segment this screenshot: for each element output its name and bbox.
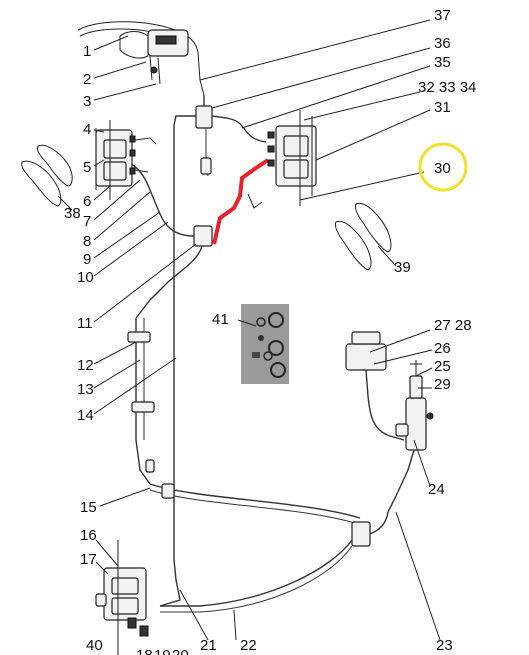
label-25: 25 <box>434 358 451 375</box>
label-31: 31 <box>434 99 451 116</box>
label-40: 40 <box>86 637 103 654</box>
label-26: 26 <box>434 340 451 357</box>
label-20: 20 <box>172 647 189 655</box>
label-35: 35 <box>434 54 451 71</box>
label-39: 39 <box>394 259 411 276</box>
front-right-caliper <box>247 110 317 209</box>
label-8: 8 <box>83 233 91 250</box>
label-18: 18 <box>136 647 153 655</box>
label-21: 21 <box>200 637 217 654</box>
lower-junction-block <box>121 159 213 319</box>
upper-junction-block <box>173 95 267 581</box>
front-left-caliper <box>95 120 157 200</box>
label-9: 9 <box>83 251 91 268</box>
label-14: 14 <box>77 407 94 424</box>
label-30: 30 <box>434 160 451 177</box>
label-16: 16 <box>80 527 97 544</box>
label-19: 19 <box>154 647 171 655</box>
label-4: 4 <box>83 121 91 138</box>
label-23: 23 <box>436 637 453 654</box>
label-17: 17 <box>80 551 97 568</box>
label-36: 36 <box>434 35 451 52</box>
label-7: 7 <box>83 213 91 230</box>
label-41: 41 <box>212 311 229 328</box>
seal-kit-photo <box>241 304 289 384</box>
rear-caliper <box>95 540 181 655</box>
label-27-28: 27 28 <box>434 317 472 334</box>
handlebar-master-cylinder <box>77 21 205 96</box>
brake-pads-front-right <box>335 202 392 271</box>
reservoir-and-rear-master-cylinder <box>345 331 434 513</box>
label-15: 15 <box>80 499 97 516</box>
label-2: 2 <box>83 71 91 88</box>
label-3: 3 <box>83 93 91 110</box>
part-labels: 1 2 3 4 5 6 7 8 9 10 11 12 13 14 15 16 1… <box>64 7 476 655</box>
label-11: 11 <box>77 315 93 332</box>
label-13: 13 <box>77 381 94 398</box>
label-12: 12 <box>77 357 94 374</box>
brake-pads-front-left <box>21 144 73 207</box>
frame-hose-routing <box>127 318 361 525</box>
label-37: 37 <box>434 7 451 24</box>
label-22: 22 <box>240 637 257 654</box>
leader-lines <box>57 19 441 641</box>
label-1: 1 <box>83 43 91 60</box>
label-5: 5 <box>83 159 91 176</box>
highlight-circle <box>418 142 468 192</box>
rear-junction-block <box>160 511 389 613</box>
highlighted-brake-hose <box>212 158 270 245</box>
label-10: 10 <box>77 269 94 286</box>
label-32-33-34: 32 33 34 <box>418 79 476 96</box>
label-29: 29 <box>434 376 451 393</box>
label-24: 24 <box>428 481 445 498</box>
label-6: 6 <box>83 193 91 210</box>
label-38: 38 <box>64 205 81 222</box>
